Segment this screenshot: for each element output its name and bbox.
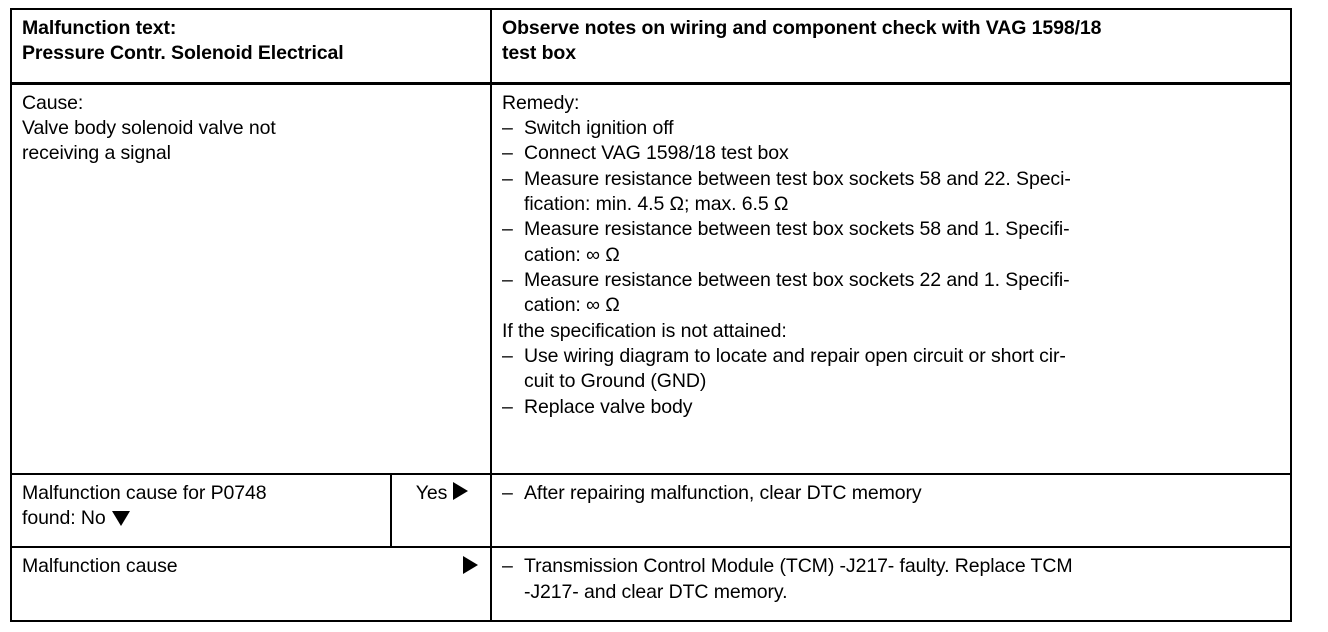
question-line2: found: No bbox=[22, 506, 382, 531]
decision-action-list: After repairing malfunction, clear DTC m… bbox=[502, 481, 1282, 507]
remedy-item-line2: cation: ∞ Ω bbox=[524, 294, 620, 317]
cause-cell: Cause: Valve body solenoid valve not rec… bbox=[10, 82, 492, 475]
fault-diagnosis-table: Malfunction text: Pressure Contr. Soleno… bbox=[10, 7, 1292, 622]
final-row: Malfunction cause Transmission Control M… bbox=[10, 546, 1292, 622]
final-action-item: Transmission Control Module (TCM) -J217-… bbox=[502, 554, 1282, 605]
decision-action-text: After repairing malfunction, clear DTC m… bbox=[524, 481, 922, 504]
remedy-condition-note: If the specification is not attained: bbox=[502, 319, 1282, 344]
final-action-line2: -J217- and clear DTC memory. bbox=[524, 580, 788, 603]
yes-branch-cell[interactable]: Yes bbox=[390, 472, 492, 549]
notes-header-cell: Observe notes on wiring and component ch… bbox=[490, 7, 1292, 85]
final-action-cell: Transmission Control Module (TCM) -J217-… bbox=[490, 546, 1292, 622]
triangle-right-glyph bbox=[463, 556, 478, 575]
malfunction-text-header-cell: Malfunction text: Pressure Contr. Soleno… bbox=[10, 7, 492, 85]
triangle-right-icon bbox=[453, 481, 469, 500]
decision-row: Malfunction cause for P0748 found: No Ye… bbox=[10, 472, 1292, 549]
malfunction-text-value: Pressure Contr. Solenoid Electrical bbox=[22, 42, 344, 65]
remedy-condition-text: If the specification is not attained: bbox=[502, 319, 787, 342]
cause-remedy-row: Cause: Valve body solenoid valve not rec… bbox=[10, 82, 1292, 475]
remedy-item-line1: Measure resistance between test box sock… bbox=[524, 218, 1070, 241]
triangle-right-icon bbox=[457, 555, 478, 580]
remedy-item: Measure resistance between test box sock… bbox=[502, 268, 1282, 319]
notes-header-line2: test box bbox=[502, 42, 576, 65]
notes-header-line1: Observe notes on wiring and component ch… bbox=[502, 17, 1102, 39]
question-line2-text: found: No bbox=[22, 507, 106, 530]
malfunction-text-label: Malfunction text: bbox=[22, 17, 177, 39]
malfunction-cause-question-cell: Malfunction cause for P0748 found: No bbox=[10, 472, 392, 549]
remedy-item-line1: Measure resistance between test box sock… bbox=[524, 167, 1071, 190]
remedy-item: Connect VAG 1598/18 test box bbox=[502, 141, 1282, 167]
question-line1: Malfunction cause for P0748 bbox=[22, 481, 267, 504]
remedy-cell: Remedy: Switch ignition off Connect VAG … bbox=[490, 82, 1292, 475]
remedy-item-line2: cation: ∞ Ω bbox=[524, 243, 620, 266]
cause-text-line1: Valve body solenoid valve not bbox=[22, 116, 276, 139]
cause-text-line2: receiving a signal bbox=[22, 142, 171, 165]
remedy-item-line2: fication: min. 4.5 Ω; max. 6.5 Ω bbox=[524, 192, 789, 215]
final-action-line1: Transmission Control Module (TCM) -J217-… bbox=[524, 555, 1073, 578]
cause-label: Cause: bbox=[22, 91, 84, 114]
decision-action-cell: After repairing malfunction, clear DTC m… bbox=[490, 472, 1292, 549]
remedy-item-line2: cuit to Ground (GND) bbox=[524, 370, 707, 393]
remedy-item: Switch ignition off bbox=[502, 116, 1282, 142]
remedy-item: Measure resistance between test box sock… bbox=[502, 167, 1282, 218]
remedy-item-line1: Measure resistance between test box sock… bbox=[524, 268, 1070, 291]
malfunction-cause-label: Malfunction cause bbox=[22, 555, 178, 578]
remedy-item-line1: Replace valve body bbox=[524, 395, 693, 418]
yes-label: Yes bbox=[415, 481, 448, 504]
remedy-item-line1: Connect VAG 1598/18 test box bbox=[524, 142, 789, 165]
remedy-item-line1: Use wiring diagram to locate and repair … bbox=[524, 345, 1066, 368]
triangle-down-icon bbox=[111, 511, 130, 527]
remedy-item-line1: Switch ignition off bbox=[524, 116, 674, 139]
remedy-label: Remedy: bbox=[502, 91, 580, 114]
malfunction-cause-cell[interactable]: Malfunction cause bbox=[10, 546, 492, 622]
remedy-item: Measure resistance between test box sock… bbox=[502, 217, 1282, 268]
decision-action-item: After repairing malfunction, clear DTC m… bbox=[502, 481, 1282, 507]
remedy-list: Switch ignition off Connect VAG 1598/18 … bbox=[502, 116, 1282, 420]
remedy-item: Use wiring diagram to locate and repair … bbox=[502, 344, 1282, 395]
remedy-item: Replace valve body bbox=[502, 395, 1282, 421]
table-header-row: Malfunction text: Pressure Contr. Soleno… bbox=[10, 7, 1292, 85]
final-action-list: Transmission Control Module (TCM) -J217-… bbox=[502, 554, 1282, 605]
